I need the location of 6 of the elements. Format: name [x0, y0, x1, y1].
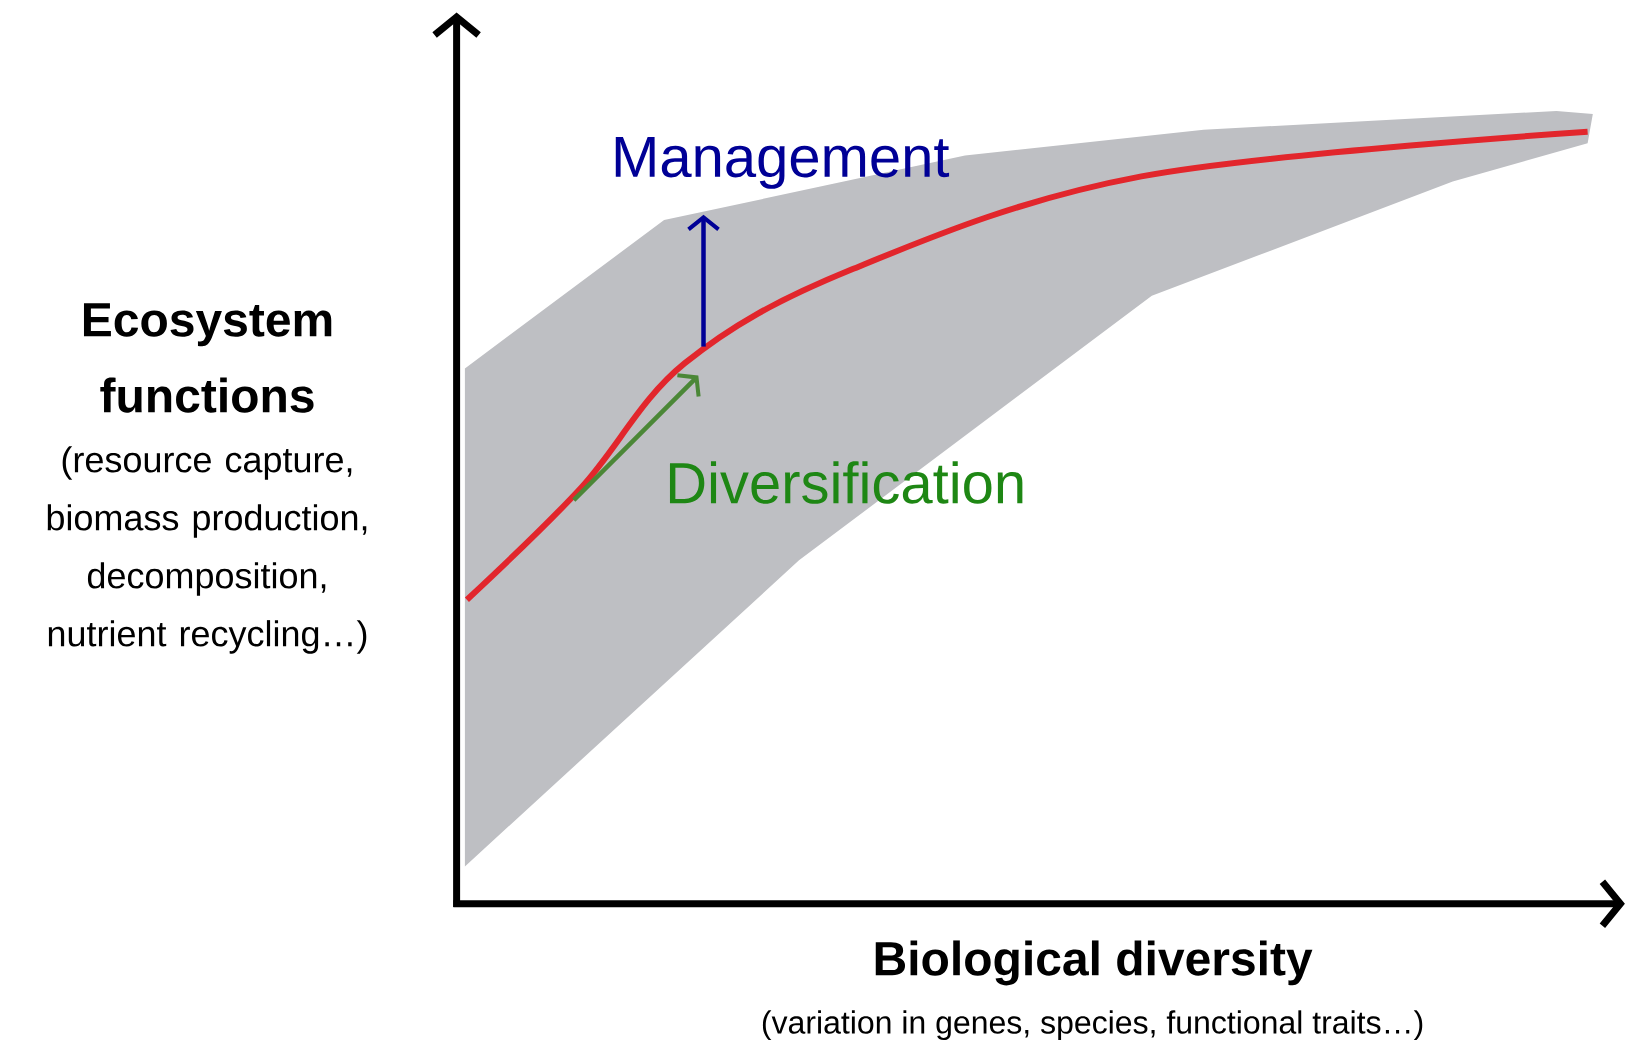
- axis-description: (variation in genes, species, functional traits…): [762, 1010, 1423, 1041]
- axis-annotation: Diversification: [669, 461, 1023, 504]
- axis-annotation: Management: [615, 136, 950, 189]
- axis-title: Biological diversity: [875, 940, 1313, 986]
- axis-title: Ecosystem functions: [84, 303, 332, 413]
- axis-description: (resource capture, biomass production, decomposition, nutrient recycling…): [47, 446, 367, 654]
